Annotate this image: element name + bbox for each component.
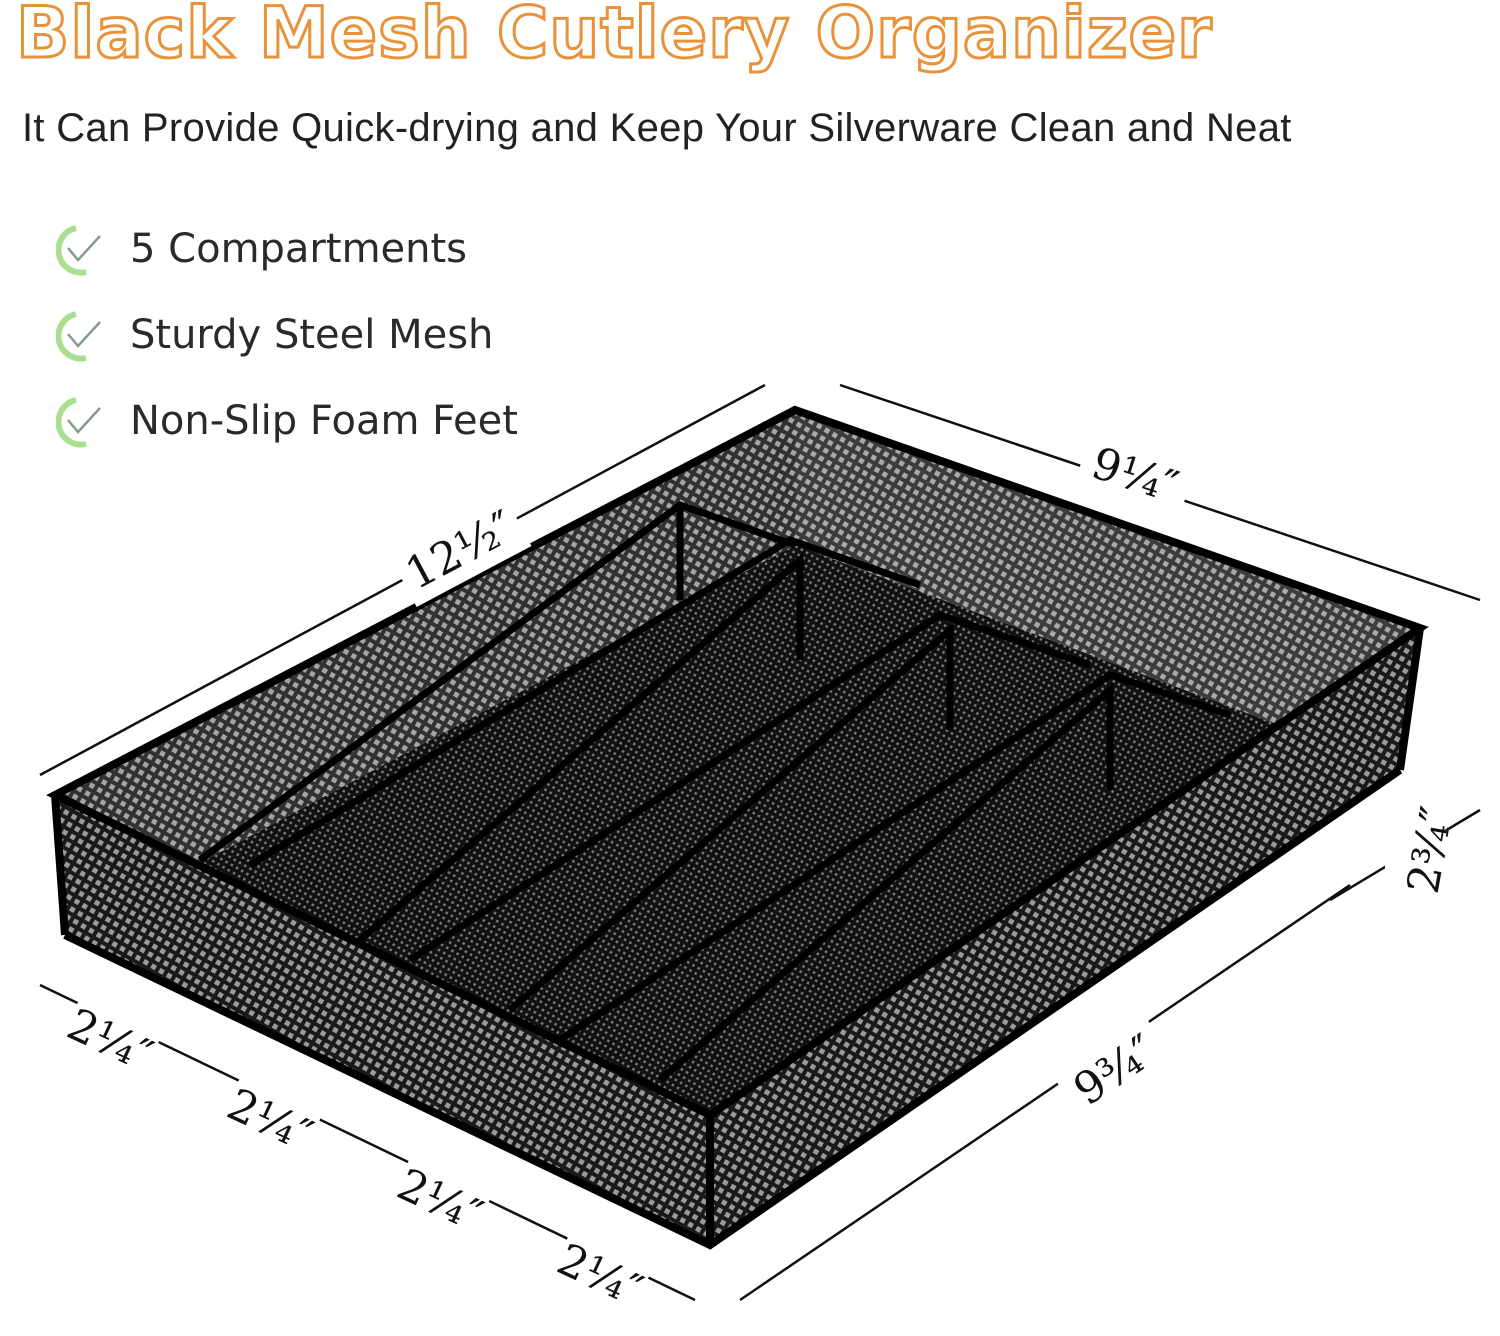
tray-rim: [46, 405, 1429, 1250]
feature-item: Non-Slip Foam Feet: [56, 378, 518, 464]
feature-list: 5 Compartments Sturdy Steel Mesh Non-Sli…: [56, 206, 518, 464]
tray-dividers: [197, 501, 1232, 1083]
feature-label: 5 Compartments: [130, 226, 468, 272]
tray-wall-left-back: [55, 410, 795, 935]
product-subtitle: It Can Provide Quick-drying and Keep You…: [22, 106, 1292, 150]
dimension-back-width: 9¼″: [1086, 438, 1185, 513]
feature-item: Sturdy Steel Mesh: [56, 292, 518, 378]
tray-wall-front-left: [55, 795, 710, 1245]
feature-item: 5 Compartments: [56, 206, 518, 292]
product-title: Black Mesh Cutlery Organizer: [15, 0, 1214, 76]
check-icon: [56, 225, 101, 276]
check-icon: [56, 397, 101, 448]
feature-label: Sturdy Steel Mesh: [130, 312, 494, 358]
tray-wall-front-right: [710, 628, 1420, 1245]
tray-wall-right-back: [795, 410, 1420, 770]
check-icon: [56, 311, 101, 362]
feature-label: Non-Slip Foam Feet: [130, 398, 518, 444]
